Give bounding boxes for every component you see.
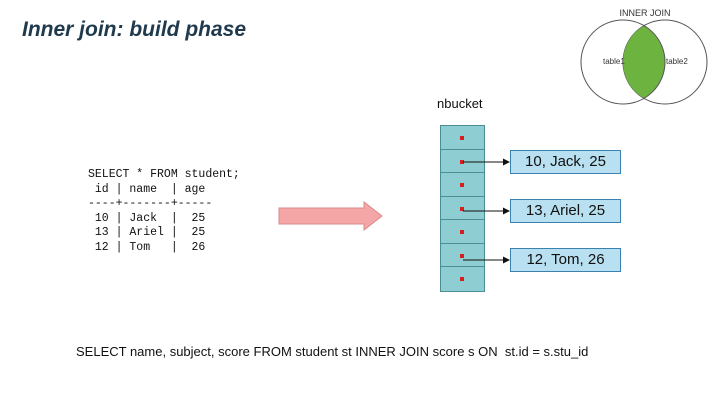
venn-circles	[580, 19, 708, 105]
hash-bucket	[441, 149, 484, 173]
hash-entry: 13, Ariel, 25	[510, 199, 621, 223]
bucket-pointer-marker	[460, 136, 464, 140]
hash-bucket	[441, 220, 484, 244]
bucket-pointer-marker	[460, 253, 464, 258]
nbucket-label: nbucket	[437, 96, 483, 111]
venn-right-label: table2	[666, 57, 688, 66]
hash-bucket	[441, 267, 484, 291]
venn-intersection	[623, 20, 665, 104]
hash-bucket	[441, 243, 484, 267]
hash-bucket	[441, 196, 484, 220]
bucket-pointer-marker	[460, 159, 464, 164]
inner-join-venn-diagram: INNER JOIN table1 table2	[570, 4, 720, 124]
bucket-pointer-marker	[460, 206, 464, 211]
hash-entry: 10, Jack, 25	[510, 150, 621, 174]
venn-title: INNER JOIN	[619, 8, 671, 18]
result-line: 12 | Tom | 26	[88, 240, 206, 254]
build-phase-arrow	[278, 201, 383, 231]
hash-entry: 12, Tom, 26	[510, 248, 621, 272]
result-line: ----+-------+-----	[88, 197, 213, 210]
bucket-pointer-marker	[460, 183, 464, 187]
bucket-pointer-marker	[460, 230, 464, 234]
slide-title: Inner join: build phase	[22, 18, 247, 41]
result-line: SELECT * FROM student;	[88, 168, 240, 181]
result-line: 13 | Ariel | 25	[88, 226, 206, 239]
venn-left-circle	[580, 19, 666, 105]
hash-bucket	[441, 173, 484, 197]
venn-left-label: table1	[603, 57, 625, 66]
join-query-text: SELECT name, subject, score FROM student…	[76, 344, 589, 359]
result-line: 10 | Jack | 25	[88, 211, 206, 225]
result-line: id | name | age	[88, 182, 206, 196]
hash-bucket-array	[440, 125, 485, 292]
hash-bucket	[441, 126, 484, 150]
student-query-result: SELECT * FROM student; id | name | age--…	[88, 168, 240, 255]
bucket-pointer-marker	[460, 277, 464, 281]
